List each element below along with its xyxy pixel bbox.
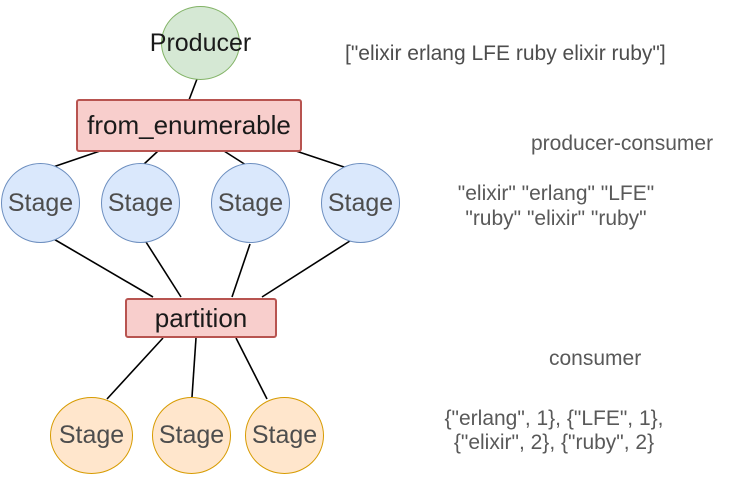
annotation-tuples-line2: {"elixir", 2}, {"ruby", 2}: [453, 431, 655, 454]
node-from-enumerable: from_enumerable: [76, 99, 302, 152]
annotation-consumer: consumer: [549, 347, 642, 370]
node-producer-stage-1: Stage: [1, 163, 80, 243]
annotation-tuples: {"erlang", 1}, {"LFE", 1}, {"elixir", 2}…: [439, 407, 669, 455]
node-partition-label: partition: [154, 302, 248, 333]
stage-label: Stage: [7, 188, 74, 217]
node-producer-label: Producer: [149, 28, 252, 57]
annotation-producer-consumer: producer-consumer: [531, 132, 714, 155]
stage-label: Stage: [58, 421, 125, 449]
node-consumer-stage-3: Stage: [245, 397, 324, 474]
stage-label: Stage: [251, 421, 318, 449]
annotation-input-list: ["elixir erlang LFE ruby elixir ruby"]: [345, 42, 666, 65]
node-partition: partition: [125, 298, 277, 338]
node-producer-stage-3: Stage: [211, 163, 290, 243]
stage-label: Stage: [217, 188, 284, 217]
annotation-events: "elixir" "erlang" "LFE" "ruby" "elixir" …: [448, 181, 664, 231]
annotation-events-line2: "ruby" "elixir" "ruby": [465, 207, 647, 230]
node-producer-stage-2: Stage: [101, 163, 180, 243]
stage-label: Stage: [107, 188, 174, 217]
node-producer: Producer: [150, 6, 251, 80]
node-consumer-stage-1: Stage: [50, 397, 133, 474]
node-consumer-stage-2: Stage: [152, 397, 231, 474]
node-producer-stage-4: Stage: [321, 163, 400, 243]
stage-label: Stage: [327, 188, 394, 217]
stage-label: Stage: [158, 421, 225, 449]
annotation-tuples-line1: {"erlang", 1}, {"LFE", 1},: [444, 407, 664, 430]
node-from-enumerable-label: from_enumerable: [87, 110, 291, 140]
annotation-events-line1: "elixir" "erlang" "LFE": [457, 182, 655, 205]
